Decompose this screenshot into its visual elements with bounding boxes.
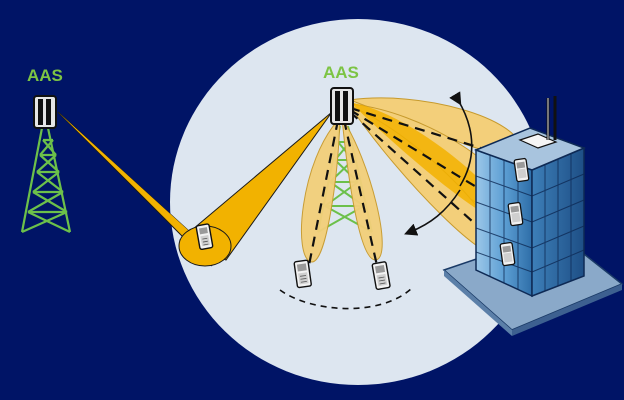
left-antenna-panel-icon xyxy=(33,95,57,129)
mobile-phone-icon xyxy=(293,259,312,289)
center-site-label: AAS xyxy=(323,63,359,82)
mobile-phone-icon xyxy=(499,241,516,267)
mobile-phone-icon xyxy=(195,223,214,251)
center-antenna-panel-icon xyxy=(330,87,354,125)
mobile-phone-icon xyxy=(513,157,530,183)
beam-steering-arrows xyxy=(404,91,473,236)
mobile-phone-icon xyxy=(371,261,391,290)
left-tower-icon xyxy=(20,127,72,234)
mobile-phone-icon xyxy=(507,201,524,227)
office-building-icon xyxy=(442,96,624,336)
building-beams xyxy=(348,97,523,255)
ground-steering-arc xyxy=(279,287,413,310)
left-site-label: AAS xyxy=(27,66,63,85)
